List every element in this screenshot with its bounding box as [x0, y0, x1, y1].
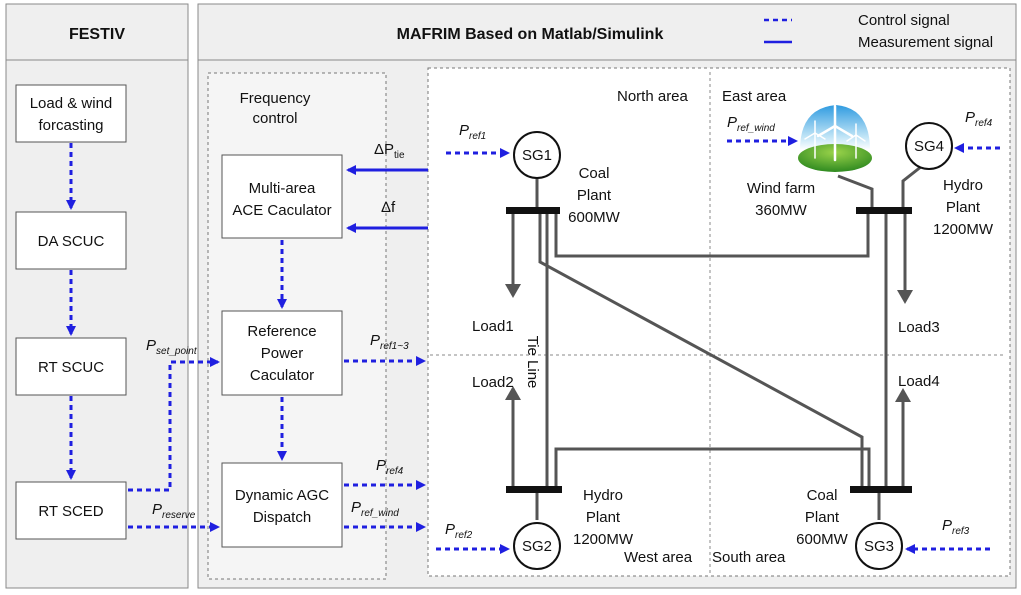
- coal-south-line2: Plant: [805, 509, 840, 526]
- frequency-control-title-2: control: [252, 110, 297, 127]
- p-reserve-label: Preserve: [152, 501, 196, 521]
- hydro-east-line2: Plant: [946, 199, 981, 216]
- festiv-step-da-scuc-label: DA SCUC: [38, 233, 105, 250]
- festiv-step-forecasting-line1: Load & wind: [30, 95, 113, 112]
- festiv-step-forecasting-line2: forcasting: [38, 117, 103, 134]
- wind-farm-line1: Wind farm: [747, 180, 815, 197]
- coal-plant-south-label: Coal Plant 600MW: [796, 487, 849, 548]
- coal-north-line1: Coal: [579, 165, 610, 182]
- agc-line2: Dispatch: [253, 509, 311, 526]
- load4-label: Load4: [898, 373, 940, 390]
- p-ref-wind-farm-label: Pref_wind: [727, 114, 775, 134]
- load3-label: Load3: [898, 319, 940, 336]
- west-area-label: West area: [624, 549, 693, 566]
- tie-line-label: Tie Line: [524, 336, 541, 389]
- p-ref1-label: Pref1: [459, 122, 486, 142]
- p-ref-wind-label: Pref_wind: [351, 499, 399, 519]
- p-ref4-sg4-label: Pref4: [965, 109, 993, 129]
- wind-farm-label: Wind farm 360MW: [747, 180, 815, 219]
- north-bus: [506, 207, 560, 214]
- rpc-line1: Reference: [247, 323, 316, 340]
- north-east-line: [554, 213, 870, 258]
- south-area-label: South area: [712, 549, 786, 566]
- buses: [506, 207, 912, 493]
- generator-sg2: SG2: [513, 522, 561, 570]
- p-set-point-label: Pset_point: [146, 337, 198, 357]
- delta-f-label: Δf: [381, 199, 396, 216]
- north-south-diagonal: [538, 213, 864, 489]
- coal-plant-north-label: Coal Plant 600MW: [568, 165, 621, 226]
- generator-sg1: SG1: [513, 131, 561, 179]
- hydro-plant-east-label: Hydro Plant 1200MW: [933, 177, 994, 238]
- south-bus: [850, 486, 912, 493]
- p-ref3-label: Pref3: [942, 517, 970, 537]
- p-ref4-label: Pref4: [376, 457, 404, 477]
- festiv-step-rt-scuc: RT SCUC: [15, 337, 127, 396]
- west-bus: [506, 486, 562, 493]
- east-area-label: East area: [722, 88, 787, 105]
- measurement-signals: [346, 165, 428, 233]
- mafrim-header: [197, 3, 1017, 61]
- sg3-label: SG3: [864, 538, 894, 555]
- transmission-lines: [535, 164, 923, 520]
- reference-power-calculator-box: Reference Power Caculator: [221, 310, 343, 396]
- generator-reference-arrows: [436, 136, 1000, 554]
- p-set-point-arrow: [128, 357, 220, 492]
- festiv-step-rt-sced-label: RT SCED: [38, 503, 103, 520]
- sg2-label: SG2: [522, 538, 552, 555]
- agc-dispatch-box: Dynamic AGC Dispatch: [221, 462, 343, 548]
- wind-turbine-icon: [798, 104, 872, 172]
- load1-label: Load1: [472, 318, 514, 335]
- mafrim-title: MAFRIM Based on Matlab/Simulink: [397, 26, 664, 43]
- ace-calculator-line2: ACE Caculator: [232, 202, 331, 219]
- festiv-step-rt-sced: RT SCED: [15, 481, 127, 540]
- festiv-step-da-scuc: DA SCUC: [15, 211, 127, 270]
- legend-measurement-label: Measurement signal: [858, 34, 993, 51]
- hydro-plant-west-label: Hydro Plant 1200MW: [573, 487, 634, 548]
- hydro-east-line3: 1200MW: [933, 221, 994, 238]
- sg4-label: SG4: [914, 138, 944, 155]
- wind-farm-line2: 360MW: [755, 202, 808, 219]
- sg1-label: SG1: [522, 147, 552, 164]
- festiv-step-rt-scuc-label: RT SCUC: [38, 359, 104, 376]
- hydro-west-line3: 1200MW: [573, 531, 634, 548]
- legend: Control signal Measurement signal: [764, 12, 993, 51]
- delta-p-tie-label: ΔPtie: [374, 141, 405, 161]
- festiv-title: FESTIV: [69, 26, 125, 43]
- coal-south-line3: 600MW: [796, 531, 849, 548]
- generator-sg3: SG3: [855, 522, 903, 570]
- east-bus: [856, 207, 912, 214]
- festiv-header: [5, 3, 189, 61]
- coal-north-line2: Plant: [577, 187, 612, 204]
- p-ref1-3-label: Pref1~3: [370, 332, 409, 352]
- west-south-line: [554, 447, 871, 489]
- generator-sg4: SG4: [905, 122, 953, 170]
- load2-label: Load2: [472, 374, 514, 391]
- ace-calculator-line1: Multi-area: [249, 180, 316, 197]
- p-ref2-label: Pref2: [445, 521, 473, 541]
- reference-signals: [344, 356, 426, 532]
- sg4-to-east-bus: [901, 164, 923, 210]
- wind-to-east-bus: [837, 174, 874, 210]
- legend-control-label: Control signal: [858, 12, 950, 29]
- load-arrows: [505, 213, 913, 489]
- agc-line1: Dynamic AGC: [235, 487, 329, 504]
- ace-calculator-box: Multi-area ACE Caculator: [221, 154, 343, 239]
- rpc-line2: Power: [261, 345, 304, 362]
- hydro-west-line2: Plant: [586, 509, 621, 526]
- coal-north-line3: 600MW: [568, 209, 621, 226]
- hydro-west-line1: Hydro: [583, 487, 623, 504]
- hydro-east-line1: Hydro: [943, 177, 983, 194]
- festiv-step-forecasting: Load & wind forcasting: [15, 84, 127, 143]
- rpc-line3: Caculator: [250, 367, 314, 384]
- north-area-label: North area: [617, 88, 689, 105]
- festiv-to-mafrim-signals: [128, 357, 220, 532]
- frequency-control-title-1: Frequency: [240, 90, 311, 107]
- coal-south-line1: Coal: [807, 487, 838, 504]
